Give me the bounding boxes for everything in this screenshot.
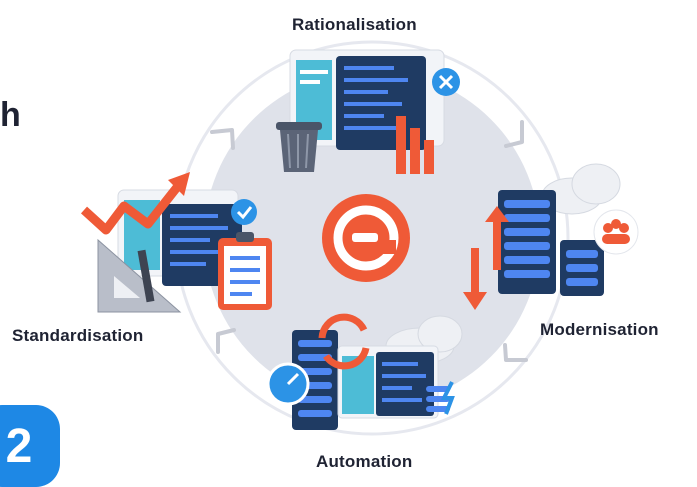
cycle-diagram <box>80 40 639 436</box>
modernisation-illustration <box>463 163 639 310</box>
bar-chart-icon <box>396 116 434 174</box>
arrow-bottom-left <box>216 328 236 354</box>
stage-label-standardisation: Standardisation <box>12 326 144 345</box>
upgrade-arrow-down <box>463 248 487 310</box>
database-lightning-icon <box>426 381 455 415</box>
users-icon <box>593 209 639 255</box>
arrow-top-left <box>210 128 235 150</box>
standardisation-illustration <box>80 172 272 313</box>
stage-label-rationalisation: Rationalisation <box>292 15 417 34</box>
speedometer-icon <box>266 362 310 406</box>
arrow-bottom-right <box>503 343 528 362</box>
server-rack-icon <box>498 190 604 296</box>
refresh-icon <box>318 313 370 370</box>
check-icon <box>231 199 257 225</box>
step-number-badge: 2 <box>0 405 60 487</box>
clipboard-icon <box>218 232 272 310</box>
stage-label-automation: Automation <box>316 452 413 471</box>
trash-bin-icon <box>276 122 322 172</box>
heading-fragment: h <box>0 96 21 134</box>
ruler-icon <box>97 238 182 313</box>
cloud-icon <box>541 163 621 215</box>
arrow-top-right <box>504 120 524 148</box>
cycle-logo-icon <box>322 194 410 282</box>
cycle-arrows <box>210 120 528 362</box>
rationalisation-illustration <box>276 49 460 174</box>
close-icon <box>432 68 460 96</box>
trend-arrow-icon <box>80 183 182 235</box>
stage-label-modernisation: Modernisation <box>540 320 659 339</box>
upgrade-arrow-up <box>485 206 509 270</box>
automation-illustration <box>266 313 463 430</box>
